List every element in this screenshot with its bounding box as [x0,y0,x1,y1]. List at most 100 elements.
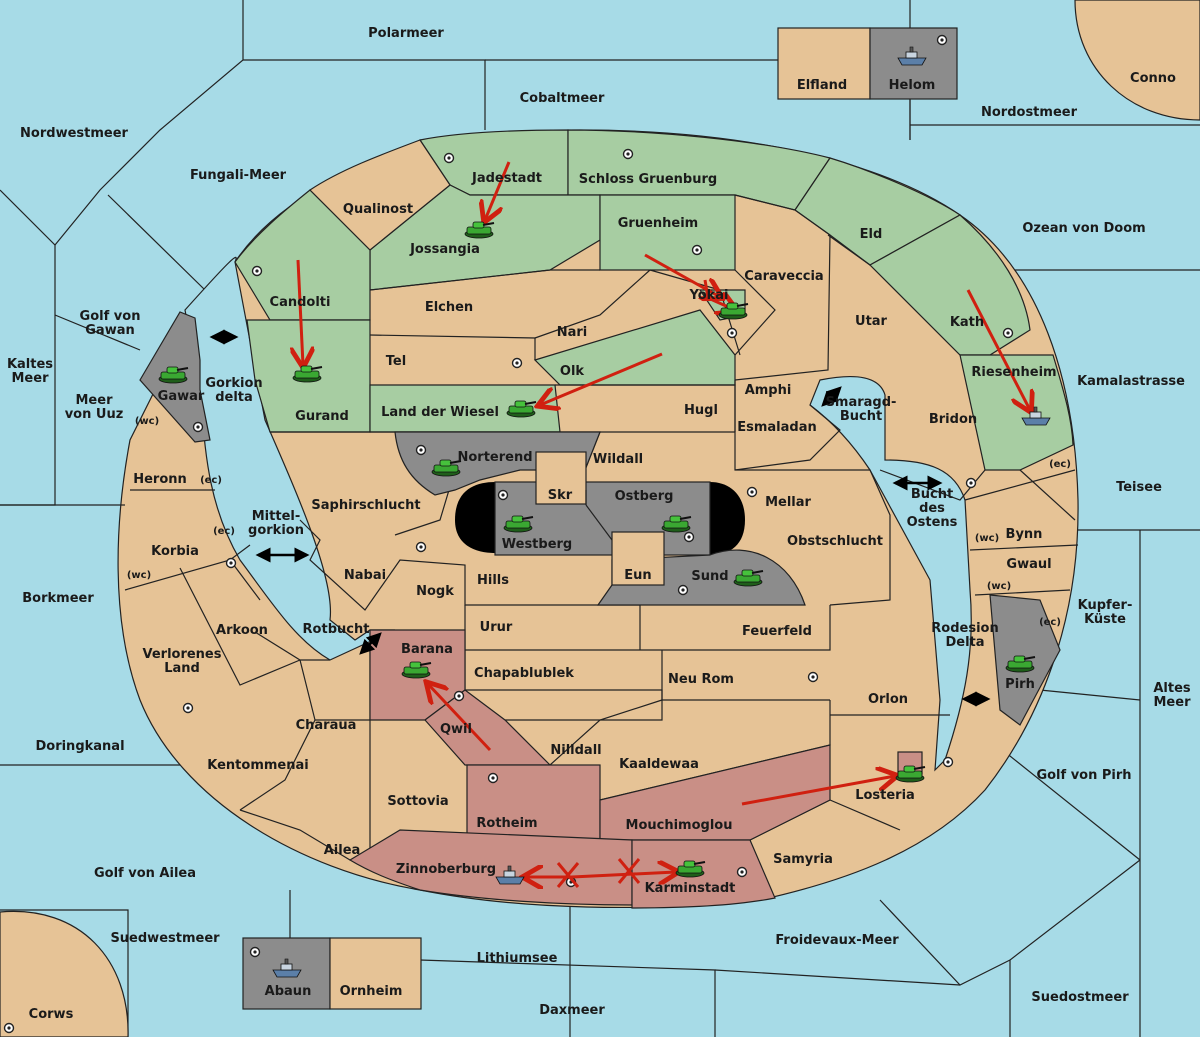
land-label-gruenheim: Gruenheim [618,216,698,231]
land-label-nari: Nari [557,325,588,340]
land-label-eun: Eun [624,568,651,583]
supply-center-icon [249,946,261,958]
land-label-wildall: Wildall [593,452,643,467]
sea-labels: Polarmeer Cobaltmeer Nordwestmeer Fungal… [7,26,1191,1022]
sea-label-lithiumsee: Lithiumsee [477,951,558,966]
land-label-hills: Hills [477,573,509,588]
adjacency-arrows [209,329,991,707]
coast-label-riesenheim-ec: (ec) [1049,459,1071,470]
supply-center-icon [691,244,703,256]
land-label-feuerfeld: Feuerfeld [742,624,812,639]
sea-label-rotbucht: Rotbucht [303,622,370,637]
land-label-utar: Utar [855,314,888,329]
land-label-caraveccia: Caraveccia [744,269,823,284]
sea-label-conno: Conno [1130,71,1176,86]
red-arrow [571,872,676,877]
land-label-korbia: Korbia [151,544,199,559]
land-label-ailea: Ailea [324,843,361,858]
land-label-yokai: Yokai [688,288,728,303]
land-label-tel: Tel [386,354,406,369]
land-label-helom: Helom [889,78,936,93]
sea-label-golf-von-ailea: Golf von Ailea [94,866,196,881]
supply-center-icon [192,421,204,433]
supply-center-icon [487,772,499,784]
land-label-gwaul: Gwaul [1006,557,1051,572]
red-x-mark [556,862,580,888]
land-label-zinnoberburg: Zinnoberburg [396,862,496,877]
sea-label-ozean-von-doom: Ozean von Doom [1022,221,1145,236]
land-label-hugl: Hugl [684,403,718,418]
land-label-saphirschlucht: Saphirschlucht [311,498,420,513]
land-label-westberg: Westberg [502,537,572,552]
land-label-charaua: Charaua [296,718,357,733]
supply-center-icon [1002,327,1014,339]
sea-label-smaragd-bucht: Smaragd-Bucht [826,395,897,424]
red-arrow [428,684,492,752]
sea-label-daxmeer: Daxmeer [539,1003,605,1018]
corws-land [0,910,129,1037]
supply-center-icon [443,152,455,164]
conno-land [1074,0,1200,121]
orders [298,161,1030,888]
sea-label-froidevaux-meer: Froidevaux-Meer [775,933,899,948]
land-label-eld: Eld [860,227,883,242]
land-label-land-der-wiesel: Land der Wiesel [381,405,499,420]
red-arrow [540,352,663,405]
supply-center-icon [965,477,977,489]
supply-center-icon [746,486,758,498]
land-labels: Elfland Helom Jadestadt Schloss Gruenbur… [133,78,1056,999]
land-label-obstschlucht: Obstschlucht [787,534,883,549]
supply-center-icon [677,584,689,596]
coast-label-heronn-ec: (ec) [200,475,222,486]
red-arrow [703,279,735,310]
supply-center-icon [942,756,954,768]
coast-labels: (wc) (ec) (ec) (wc) (ec) (wc) (wc) (ec) [127,416,1071,628]
land-label-neu-rom: Neu Rom [668,672,734,687]
land-label-rotheim: Rotheim [476,816,537,831]
land-label-losteria: Losteria [855,788,915,803]
land-label-chapablublek: Chapablublek [474,666,574,681]
land-label-sottovia: Sottovia [387,794,448,809]
supply-center-icon [3,1022,15,1034]
land-label-kaaldewaa: Kaaldewaa [619,757,699,772]
sea-label-polarmeer: Polarmeer [368,26,444,41]
supply-center-icon [497,489,509,501]
land-label-nilldall: Nilldall [550,743,601,758]
sea-label-fungali-meer: Fungali-Meer [190,168,287,183]
sea-label-suedwestmeer: Suedwestmeer [110,931,220,946]
land-label-ostberg: Ostberg [615,489,674,504]
land-label-karminstadt: Karminstadt [645,881,736,896]
land-label-qwil: Qwil [440,722,472,737]
land-label-elchen: Elchen [425,300,473,315]
supply-center-icon [936,34,948,46]
land-label-ornheim: Ornheim [340,984,403,999]
land-label-urur: Urur [480,620,513,635]
coast-label-korbia-ec: (ec) [213,526,235,537]
land-label-arkoon: Arkoon [216,623,268,638]
supply-center-icon [415,444,427,456]
supply-center-icon [622,148,634,160]
land-label-riesenheim: Riesenheim [971,365,1056,380]
land-label-sund: Sund [691,569,728,584]
supply-center-icon [182,702,194,714]
grey-center [394,431,806,606]
supply-center-icon [736,866,748,878]
land-label-elfland: Elfland [797,78,847,93]
land-label-samyria: Samyria [773,852,833,867]
land-label-kath: Kath [950,315,984,330]
land-label-schloss-gruenburg: Schloss Gruenburg [579,172,717,187]
land-label-barana: Barana [401,642,453,657]
sea-label-borkmeer: Borkmeer [22,591,94,606]
supply-center-icon [726,327,738,339]
land-label-pirh: Pirh [1005,677,1035,692]
land-label-esmaladan: Esmaladan [737,420,817,435]
sea-label-cobaltmeer: Cobaltmeer [520,91,605,106]
